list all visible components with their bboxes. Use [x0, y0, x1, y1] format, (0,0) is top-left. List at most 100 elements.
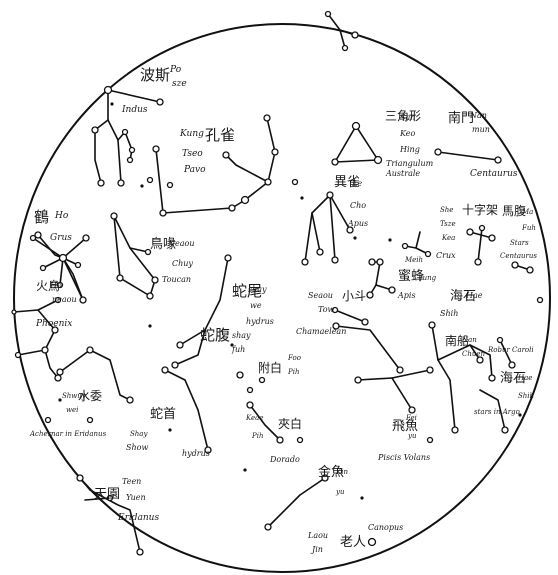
star-22 [434, 148, 442, 156]
star-97 [511, 261, 519, 269]
star-104 [300, 196, 304, 200]
pavo-lines-3 [225, 154, 269, 183]
label-shushou-b: Show [126, 443, 148, 452]
crux-lines-2 [477, 227, 483, 263]
star-26 [316, 248, 324, 256]
star-1 [103, 85, 113, 95]
star-8 [126, 156, 134, 164]
label-mafu-cjk: 馬腹 [502, 204, 526, 218]
label-achernar: Achernar in Eridanus [29, 430, 107, 438]
phoenix-lines-3 [37, 299, 59, 311]
star-59 [224, 254, 232, 262]
star-15 [263, 114, 271, 122]
label-tianyuan-a: Teen [122, 477, 141, 486]
star-5 [117, 179, 125, 187]
label-jiabai-a: Keae [245, 414, 264, 422]
haishi-lines [479, 389, 506, 431]
star-4 [97, 179, 105, 187]
star-103 [140, 184, 144, 188]
label-huoniao-a: Ho [49, 281, 62, 290]
eridanus-lines [79, 477, 141, 553]
star-88 [367, 537, 377, 547]
piscis-lines-2 [391, 369, 431, 379]
star-6 [121, 128, 129, 136]
label-shuiwei-a: Shwuy [62, 392, 87, 400]
star-99 [426, 436, 434, 444]
label-haishi-cjk: 海石 [450, 289, 476, 304]
label-huoniao-cjk: 火鳥 [36, 278, 60, 293]
star-91 [341, 44, 349, 52]
star-60 [176, 341, 184, 349]
star-67 [451, 426, 459, 434]
label-shewei-b: we [250, 301, 262, 310]
label-nanchuan-a: Nan [461, 336, 477, 344]
star-39 [151, 276, 159, 284]
star-85 [76, 474, 84, 482]
label-canopus: Canopus [368, 523, 403, 532]
star-30 [34, 231, 42, 239]
label-haishi-b: Shih [440, 309, 458, 318]
star-37 [74, 261, 82, 269]
star-2 [156, 98, 164, 106]
label-piscis: Piscis Volans [377, 453, 430, 462]
star-80 [354, 376, 362, 384]
star-79 [276, 436, 284, 444]
toucan-lines [113, 215, 156, 297]
star-96 [536, 296, 544, 304]
star-95 [296, 436, 304, 444]
hydrus-tail-lines [179, 257, 229, 346]
label-shizi-c: Kea [441, 234, 455, 242]
apus-lines-2 [311, 212, 321, 253]
apus-lines-4 [329, 194, 351, 231]
star-90 [351, 31, 359, 39]
label-mafu-b: Fuh [521, 224, 536, 232]
label-feiyu-b: yu [407, 432, 417, 440]
top-lines [327, 13, 356, 36]
label-jinyu-b: yu [335, 488, 345, 496]
triangulum-lines [334, 125, 379, 163]
star-42 [144, 248, 152, 256]
label-yique-cjk: 異雀 [334, 175, 360, 190]
star-43 [466, 228, 474, 236]
label-yique-en: Apus [347, 219, 368, 228]
star-20 [373, 155, 383, 165]
star-17 [146, 176, 154, 184]
achernar-lines-2 [59, 349, 91, 373]
star-74 [204, 446, 212, 454]
label-mafu-a: Ma [521, 208, 533, 216]
label-nanmen-cjk: 南門 [448, 110, 474, 126]
argo-lines-2 [437, 359, 456, 431]
star-94 [246, 386, 254, 394]
star-63 [396, 366, 404, 374]
star-93 [258, 376, 266, 384]
argo-lines-4 [469, 344, 493, 379]
label-nanmen-b: mun [472, 125, 490, 134]
star-35 [39, 264, 47, 272]
star-55 [41, 346, 49, 354]
constellation-lines [13, 13, 531, 553]
star-44 [488, 234, 496, 242]
star-66 [428, 321, 436, 329]
star-101 [86, 416, 94, 424]
label-crux: Crux [436, 251, 456, 260]
star-102 [110, 102, 114, 106]
goldfish-lines [267, 477, 326, 528]
star-33 [82, 234, 90, 242]
label-fuzeng-b: Pih [287, 368, 299, 376]
label-sanjiao-a: San [400, 113, 415, 122]
label-eridanus: Eridanus [117, 513, 159, 523]
label-kongque-roman: Kung [179, 129, 204, 139]
label-yique-b: Cho [350, 201, 366, 210]
phoenix-lines [13, 309, 56, 356]
label-huoniao-b: neaou [52, 295, 77, 304]
label-mifeng-a: Meih [404, 256, 423, 264]
label-jinyu-cjk: 金魚 [318, 464, 344, 480]
label-laoren-b: Jin [310, 545, 323, 554]
star-69 [488, 374, 496, 382]
label-jinyu-a: Kin [335, 468, 348, 476]
star-3 [91, 126, 99, 134]
star-41 [116, 274, 124, 282]
grus-lines-3 [42, 257, 84, 301]
chart-boundary-circle [13, 23, 551, 573]
star-87 [106, 494, 114, 502]
